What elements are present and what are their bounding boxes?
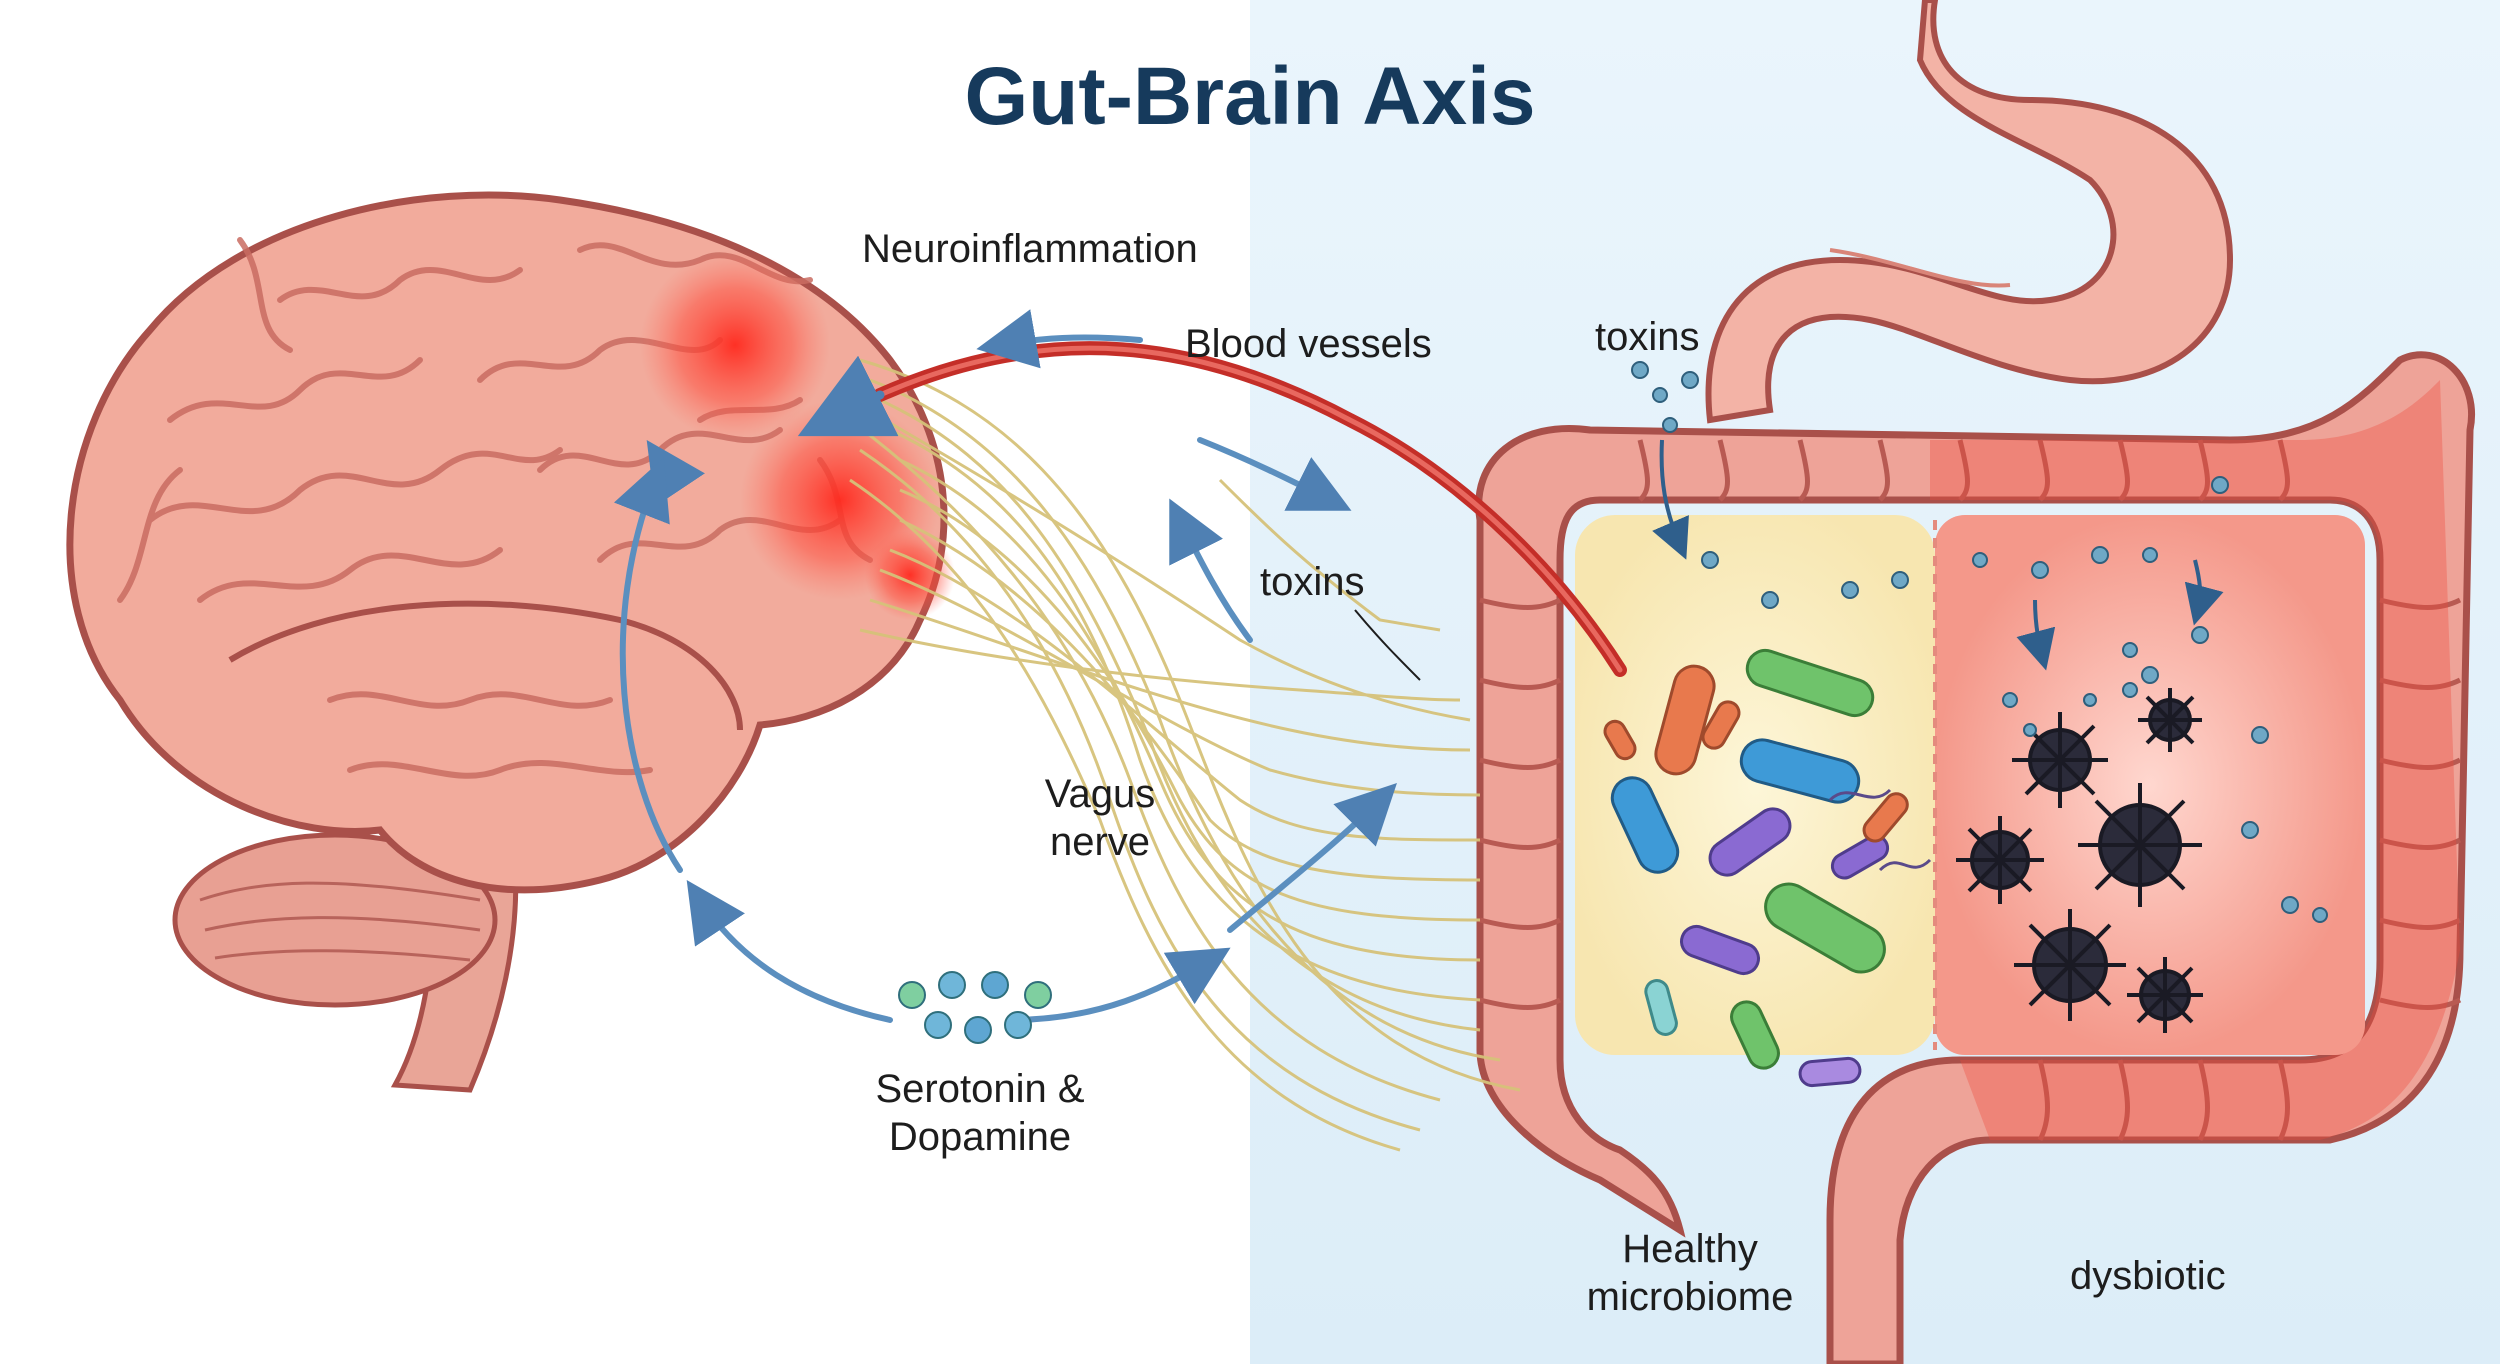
toxins-label-top: toxins (1595, 315, 1700, 359)
healthy-microbiome-label: Healthy microbiome (1565, 1225, 1815, 1321)
signal-arrows (613, 309, 1397, 1023)
vagus-nerve-line2: nerve (1049, 820, 1151, 864)
serotonin-line1: Serotonin & (875, 1067, 1085, 1111)
diagram-title: Gut-Brain Axis (964, 51, 1536, 142)
serotonin-line2: Dopamine (888, 1115, 1072, 1159)
neuroinflammation-label: Neuroinflammation (862, 227, 1198, 271)
toxins-label-middle: toxins (1260, 560, 1365, 604)
healthy-line1: Healthy (1622, 1227, 1758, 1271)
dysbiotic-label: dysbiotic (2070, 1254, 2226, 1298)
toxin-particles (1631, 361, 2328, 923)
vagus-nerve-label: Vagus nerve (1020, 770, 1180, 866)
inflammation-spot (640, 250, 830, 440)
inflammation-spot (865, 530, 955, 620)
large-intestine (1475, 351, 2475, 1364)
serotonin-dopamine-label: Serotonin & Dopamine (860, 1065, 1100, 1161)
pathogens (1956, 688, 2203, 1033)
healthy-bacteria (1603, 648, 1932, 1088)
blood-vessels-label: Blood vessels (1185, 322, 1432, 366)
healthy-line2: microbiome (1586, 1275, 1794, 1319)
vagus-nerve (849, 358, 1521, 1152)
brain (66, 191, 955, 1093)
stomach (1705, 0, 2234, 424)
serotonin-dopamine-molecules (898, 971, 1052, 1044)
vagus-nerve-line1: Vagus (1044, 772, 1156, 816)
